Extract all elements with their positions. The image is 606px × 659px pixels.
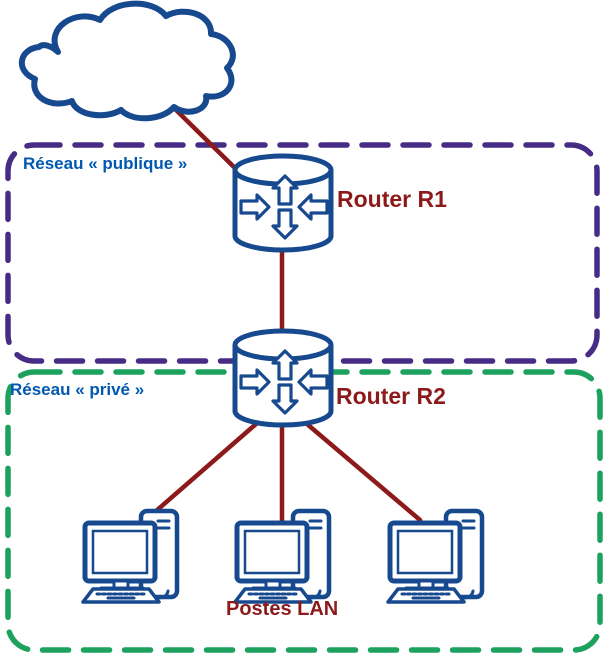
router-r2-label: Router R2 bbox=[336, 383, 446, 409]
link-r2-to-workstation-3 bbox=[304, 421, 423, 523]
router-r2-icon bbox=[235, 331, 331, 425]
postes-lan-label: Postes LAN bbox=[226, 598, 339, 620]
workstation-1-icon bbox=[83, 511, 177, 602]
router-r1-icon bbox=[235, 156, 331, 250]
internet-cloud-icon bbox=[18, 0, 236, 122]
workstation-3-icon bbox=[388, 511, 482, 602]
public-network-label: Réseau « publique » bbox=[23, 154, 188, 173]
router-r1-label: Router R1 bbox=[337, 186, 447, 212]
link-r2-to-workstation-1 bbox=[145, 421, 259, 521]
link-cloud-to-r1 bbox=[169, 103, 241, 174]
workstation-2-icon bbox=[235, 511, 329, 602]
private-network-label: Réseau « privé » bbox=[10, 380, 145, 399]
